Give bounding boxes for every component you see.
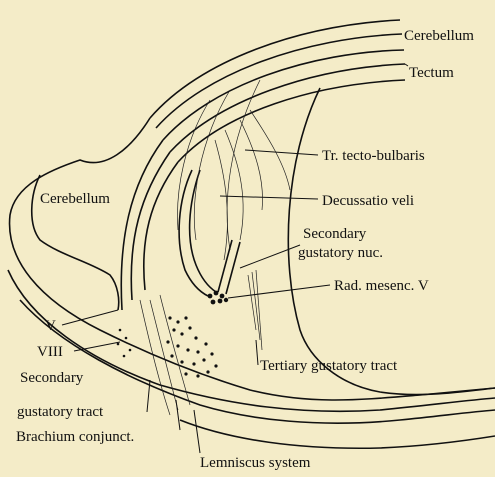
label-tertiary-gustatory-tract: Tertiary gustatory tract — [260, 358, 398, 374]
stipple-regions — [117, 291, 229, 378]
label-v: V — [45, 318, 56, 334]
label-cerebellum-left: Cerebellum — [40, 191, 110, 207]
label-viii: VIII — [37, 344, 63, 360]
label-secondary-gustatory-tract-line2: gustatory tract — [17, 404, 104, 420]
label-tr-tecto-bulbaris: Tr. tecto-bulbaris — [322, 148, 425, 164]
label-secondary-gustatory-nuc-line1: Secondary — [303, 226, 367, 242]
labels: Cerebellum Tectum Tr. tecto-bulbaris Cer… — [16, 28, 474, 471]
label-cerebellum-top: Cerebellum — [404, 28, 474, 44]
label-rad-mesenc-v: Rad. mesenc. V — [334, 278, 429, 294]
label-lemniscus-system: Lemniscus system — [200, 455, 311, 471]
label-secondary-gustatory-tract-line1: Secondary — [20, 370, 84, 386]
label-tectum: Tectum — [409, 65, 454, 81]
label-decussatio-veli: Decussatio veli — [322, 193, 414, 209]
label-secondary-gustatory-nuc-line2: gustatory nuc. — [298, 245, 383, 261]
label-brachium-conjunct: Brachium conjunct. — [16, 429, 134, 445]
